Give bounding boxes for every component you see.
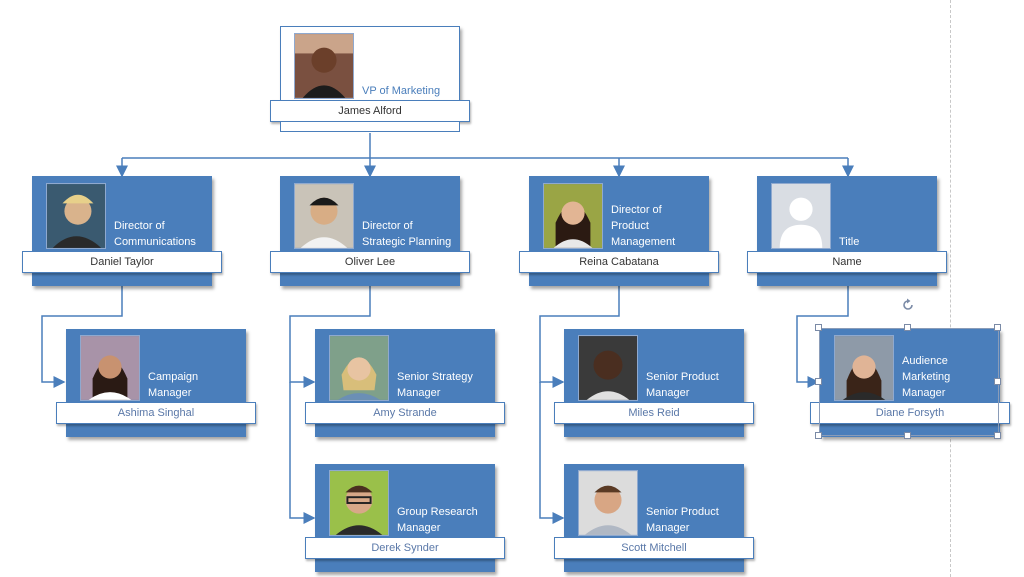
node-group-research-manager[interactable]: Group Research Manager Derek Synder [305,464,505,572]
connector-to-amy-strande [289,285,371,388]
resize-handle-top-right[interactable] [994,324,1001,331]
resize-handle-right[interactable] [994,378,1001,385]
node-name: Ashima Singhal [56,402,256,424]
resize-handle-bottom-left[interactable] [815,432,822,439]
node-director-communications[interactable]: Director of Communications Daniel Taylor [22,176,222,286]
node-name: Daniel Taylor [22,251,222,273]
node-name: Amy Strande [305,402,505,424]
photo-miles-reid [578,335,638,401]
node-title: Audience Marketing Manager [902,355,951,399]
node-name: Name [747,251,947,273]
node-name: Derek Synder [305,537,505,559]
node-campaign-manager[interactable]: Campaign Manager Ashima Singhal [56,329,256,437]
photo-diane-forsyth [834,335,894,401]
photo-oliver-lee [294,183,354,249]
node-audience-marketing-manager[interactable]: Audience Marketing Manager Diane Forsyth [810,329,1010,437]
rotate-handle-icon[interactable] [901,298,915,312]
selection-frame [819,328,999,436]
node-title: Group Research Manager [397,506,478,534]
resize-handle-bottom-right[interactable] [994,432,1001,439]
node-director-product-management[interactable]: Director of Product Management Reina Cab… [519,176,719,286]
node-director-strategic-planning[interactable]: Director of Strategic Planning Oliver Le… [270,176,470,286]
node-name: Miles Reid [554,402,754,424]
connector-to-derek-synder [289,382,316,524]
node-title: Senior Product Manager [646,506,719,534]
node-title: Senior Strategy Manager [397,371,473,399]
card-base [280,122,460,132]
node-name: Oliver Lee [270,251,470,273]
placeholder-person-icon [771,183,831,249]
node-title: Campaign Manager [148,371,199,399]
node-title: Senior Product Manager [646,371,719,399]
node-name: James Alford [270,100,470,122]
photo-james-alford [294,33,354,99]
node-title: Title [839,236,860,248]
node-title: Director of Communications [114,220,196,248]
resize-handle-left[interactable] [815,378,822,385]
resize-handle-top[interactable] [904,324,911,331]
connector-to-scott-mitchell [539,382,565,524]
node-name: Scott Mitchell [554,537,754,559]
node-senior-strategy-manager[interactable]: Senior Strategy Manager Amy Strande [305,329,505,437]
node-title: VP of Marketing [362,85,441,97]
connector-to-ashima-singhal [41,285,123,388]
node-title: Director of Product Management [611,204,676,248]
node-vp[interactable]: VP of Marketing James Alford [270,26,470,134]
node-title: Director of Strategic Planning [362,220,452,248]
resize-handle-bottom[interactable] [904,432,911,439]
node-director-placeholder[interactable]: Title Name [747,176,947,286]
photo-ashima-singhal [80,335,140,401]
node-name: Reina Cabatana [519,251,719,273]
photo-daniel-taylor [46,183,106,249]
node-senior-product-manager-2[interactable]: Senior Product Manager Scott Mitchell [554,464,754,572]
photo-scott-mitchell [578,470,638,536]
photo-amy-strande [329,335,389,401]
node-senior-product-manager-1[interactable]: Senior Product Manager Miles Reid [554,329,754,437]
photo-reina-cabatana [543,183,603,249]
connector-to-miles-reid [539,285,620,388]
connector-to-diane-forsyth [796,285,849,388]
resize-handle-top-left[interactable] [815,324,822,331]
photo-derek-synder [329,470,389,536]
node-name: Diane Forsyth [810,402,1010,424]
page-boundary-line [950,0,951,577]
